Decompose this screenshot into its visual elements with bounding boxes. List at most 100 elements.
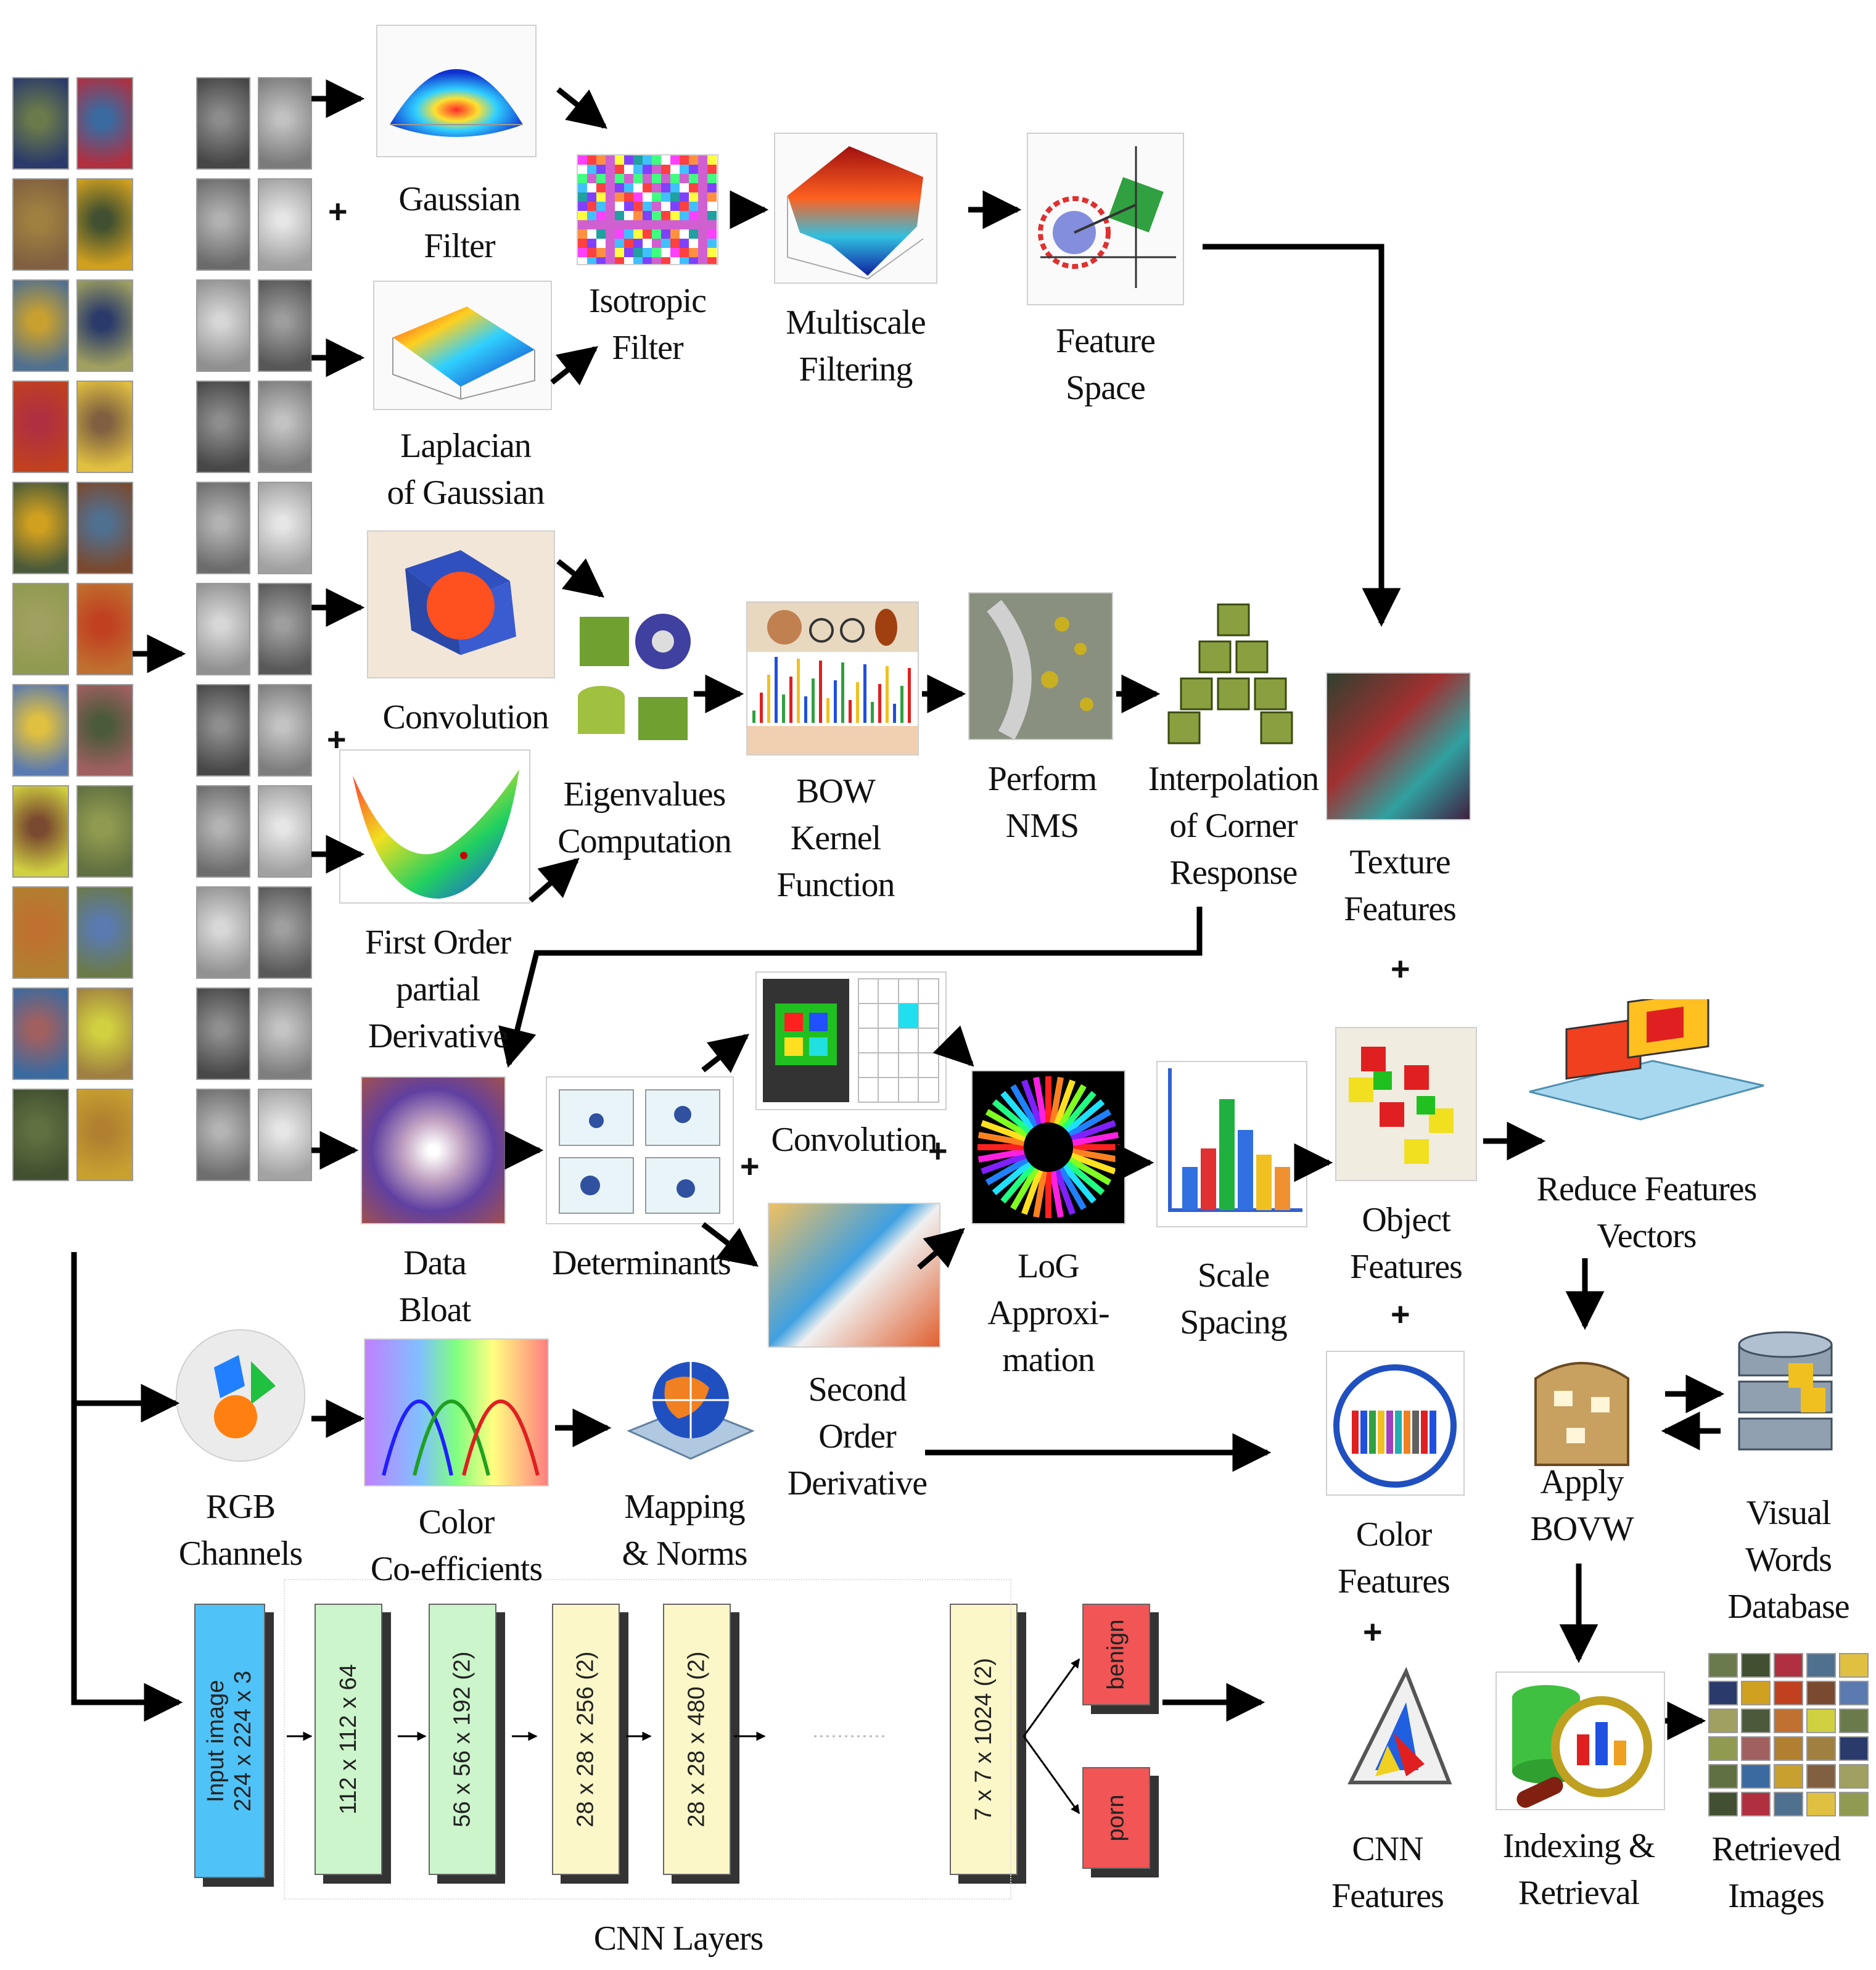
thumbnail-image	[1708, 1653, 1738, 1678]
isotropic-tile	[587, 220, 596, 229]
isotropic-tile	[689, 211, 698, 220]
thumbnail-image	[258, 482, 312, 574]
isotropic-tile	[624, 239, 633, 248]
isotropic-tile	[615, 155, 624, 165]
isotropic-tile	[633, 202, 643, 211]
isotropic-tile	[670, 220, 680, 229]
isotropic-tile	[689, 202, 698, 211]
thumbnail-image	[76, 279, 133, 372]
isotropic-filter-label: Isotropic Filter	[588, 282, 707, 367]
isotropic-tile	[624, 192, 633, 202]
thumbnail-image	[1806, 1708, 1836, 1733]
isotropic-tile	[587, 155, 596, 165]
isotropic-tile	[587, 257, 596, 264]
log-colour-ray	[977, 1132, 1025, 1146]
cnn-layers-dotted-box	[284, 1579, 1011, 1900]
isotropic-tile	[615, 239, 624, 248]
isotropic-tile	[652, 229, 661, 239]
thumbnail-image	[196, 77, 250, 170]
isotropic-tile	[670, 239, 680, 248]
bow-histogram-bar	[760, 693, 763, 723]
isotropic-tile	[707, 239, 717, 248]
isotropic-tile	[661, 155, 670, 165]
convolution-label-1: Convolution	[382, 698, 549, 736]
thumbnail-image	[1708, 1792, 1738, 1816]
eigenvalues-image	[570, 604, 694, 759]
thumbnail-image	[1806, 1764, 1836, 1789]
cnn-features-image	[1326, 1659, 1462, 1813]
color-features-bar	[1404, 1411, 1410, 1454]
isotropic-tile	[698, 229, 707, 239]
isotropic-tile	[689, 239, 698, 248]
thumbnail-image	[196, 1089, 250, 1181]
isotropic-tile	[689, 220, 698, 229]
color-features-bar	[1369, 1411, 1376, 1454]
log-colour-ray	[1010, 1084, 1039, 1127]
bow-histogram-bar	[863, 664, 866, 723]
isotropic-tile	[707, 165, 717, 174]
isotropic-tile	[596, 183, 606, 192]
convolution-label-2: Convolution	[771, 1121, 937, 1159]
isotropic-tile	[624, 248, 633, 257]
log-colour-ray	[1000, 1164, 1035, 1204]
isotropic-tile	[606, 183, 615, 192]
log-colour-ray	[1065, 1160, 1105, 1195]
determinants-label: Determinants	[552, 1244, 731, 1282]
isotropic-tile	[633, 257, 643, 264]
isotropic-tile	[606, 155, 615, 165]
isotropic-tile	[652, 239, 661, 248]
isotropic-tile	[689, 257, 698, 264]
thumbnail-image	[12, 785, 69, 878]
cnn-layer-block: 56 x 56 x 192 (2)	[429, 1604, 496, 1875]
isotropic-tile	[578, 229, 587, 239]
isotropic-tile	[652, 211, 661, 220]
thumbnail-image	[76, 178, 133, 271]
isotropic-tile	[615, 229, 624, 239]
isotropic-tile	[615, 192, 624, 202]
thumbnail-image	[1741, 1653, 1771, 1678]
thumbnail-image	[1774, 1764, 1803, 1789]
bow-histogram-bar	[826, 698, 829, 723]
thumbnail-image	[76, 482, 133, 574]
log-colour-ray	[1072, 1148, 1119, 1163]
isotropic-tile	[624, 202, 633, 211]
isotropic-tile	[624, 220, 633, 229]
isotropic-tile	[606, 239, 615, 248]
cnn-features-label: CNN Features	[1331, 1830, 1444, 1915]
isotropic-tile	[689, 183, 698, 192]
thumbnail-image	[76, 1089, 133, 1181]
isotropic-tile	[643, 155, 652, 165]
feature-space-label: Feature Space	[1056, 322, 1156, 407]
color-features-bar	[1421, 1411, 1428, 1454]
thumbnail-image	[12, 178, 69, 271]
isotropic-tile	[615, 220, 624, 229]
isotropic-tile	[670, 257, 680, 264]
thumbnail-image	[12, 77, 69, 170]
log-colour-ray	[1021, 1169, 1043, 1215]
isotropic-tile	[587, 211, 596, 220]
rgb-channels-label: RGB Channels	[178, 1488, 303, 1573]
thumbnail-image	[1774, 1708, 1803, 1733]
thumbnail-image	[258, 279, 312, 372]
isotropic-tile	[624, 257, 633, 264]
log-colour-ray	[1070, 1152, 1116, 1175]
retrieved-images-label: Retrieved Images	[1711, 1830, 1841, 1915]
isotropic-tile	[670, 174, 680, 183]
thumbnail-image	[76, 583, 133, 675]
isotropic-tile	[680, 239, 689, 248]
isotropic-tile	[661, 165, 670, 174]
isotropic-tile	[707, 220, 717, 229]
gaussian-filter-image	[376, 25, 537, 157]
isotropic-tile	[578, 220, 587, 229]
isotropic-tile	[615, 202, 624, 211]
isotropic-tile	[652, 192, 661, 202]
isotropic-tile	[643, 211, 652, 220]
cnn-layers-label: CNN Layers	[593, 1919, 764, 1958]
isotropic-tile	[643, 229, 652, 239]
isotropic-tile	[698, 155, 707, 165]
isotropic-tile	[615, 165, 624, 174]
rgb-channels-image	[176, 1329, 305, 1462]
thumbnail-image	[1806, 1681, 1836, 1705]
log-colour-ray	[1070, 1119, 1116, 1142]
isotropic-tile	[707, 257, 717, 264]
